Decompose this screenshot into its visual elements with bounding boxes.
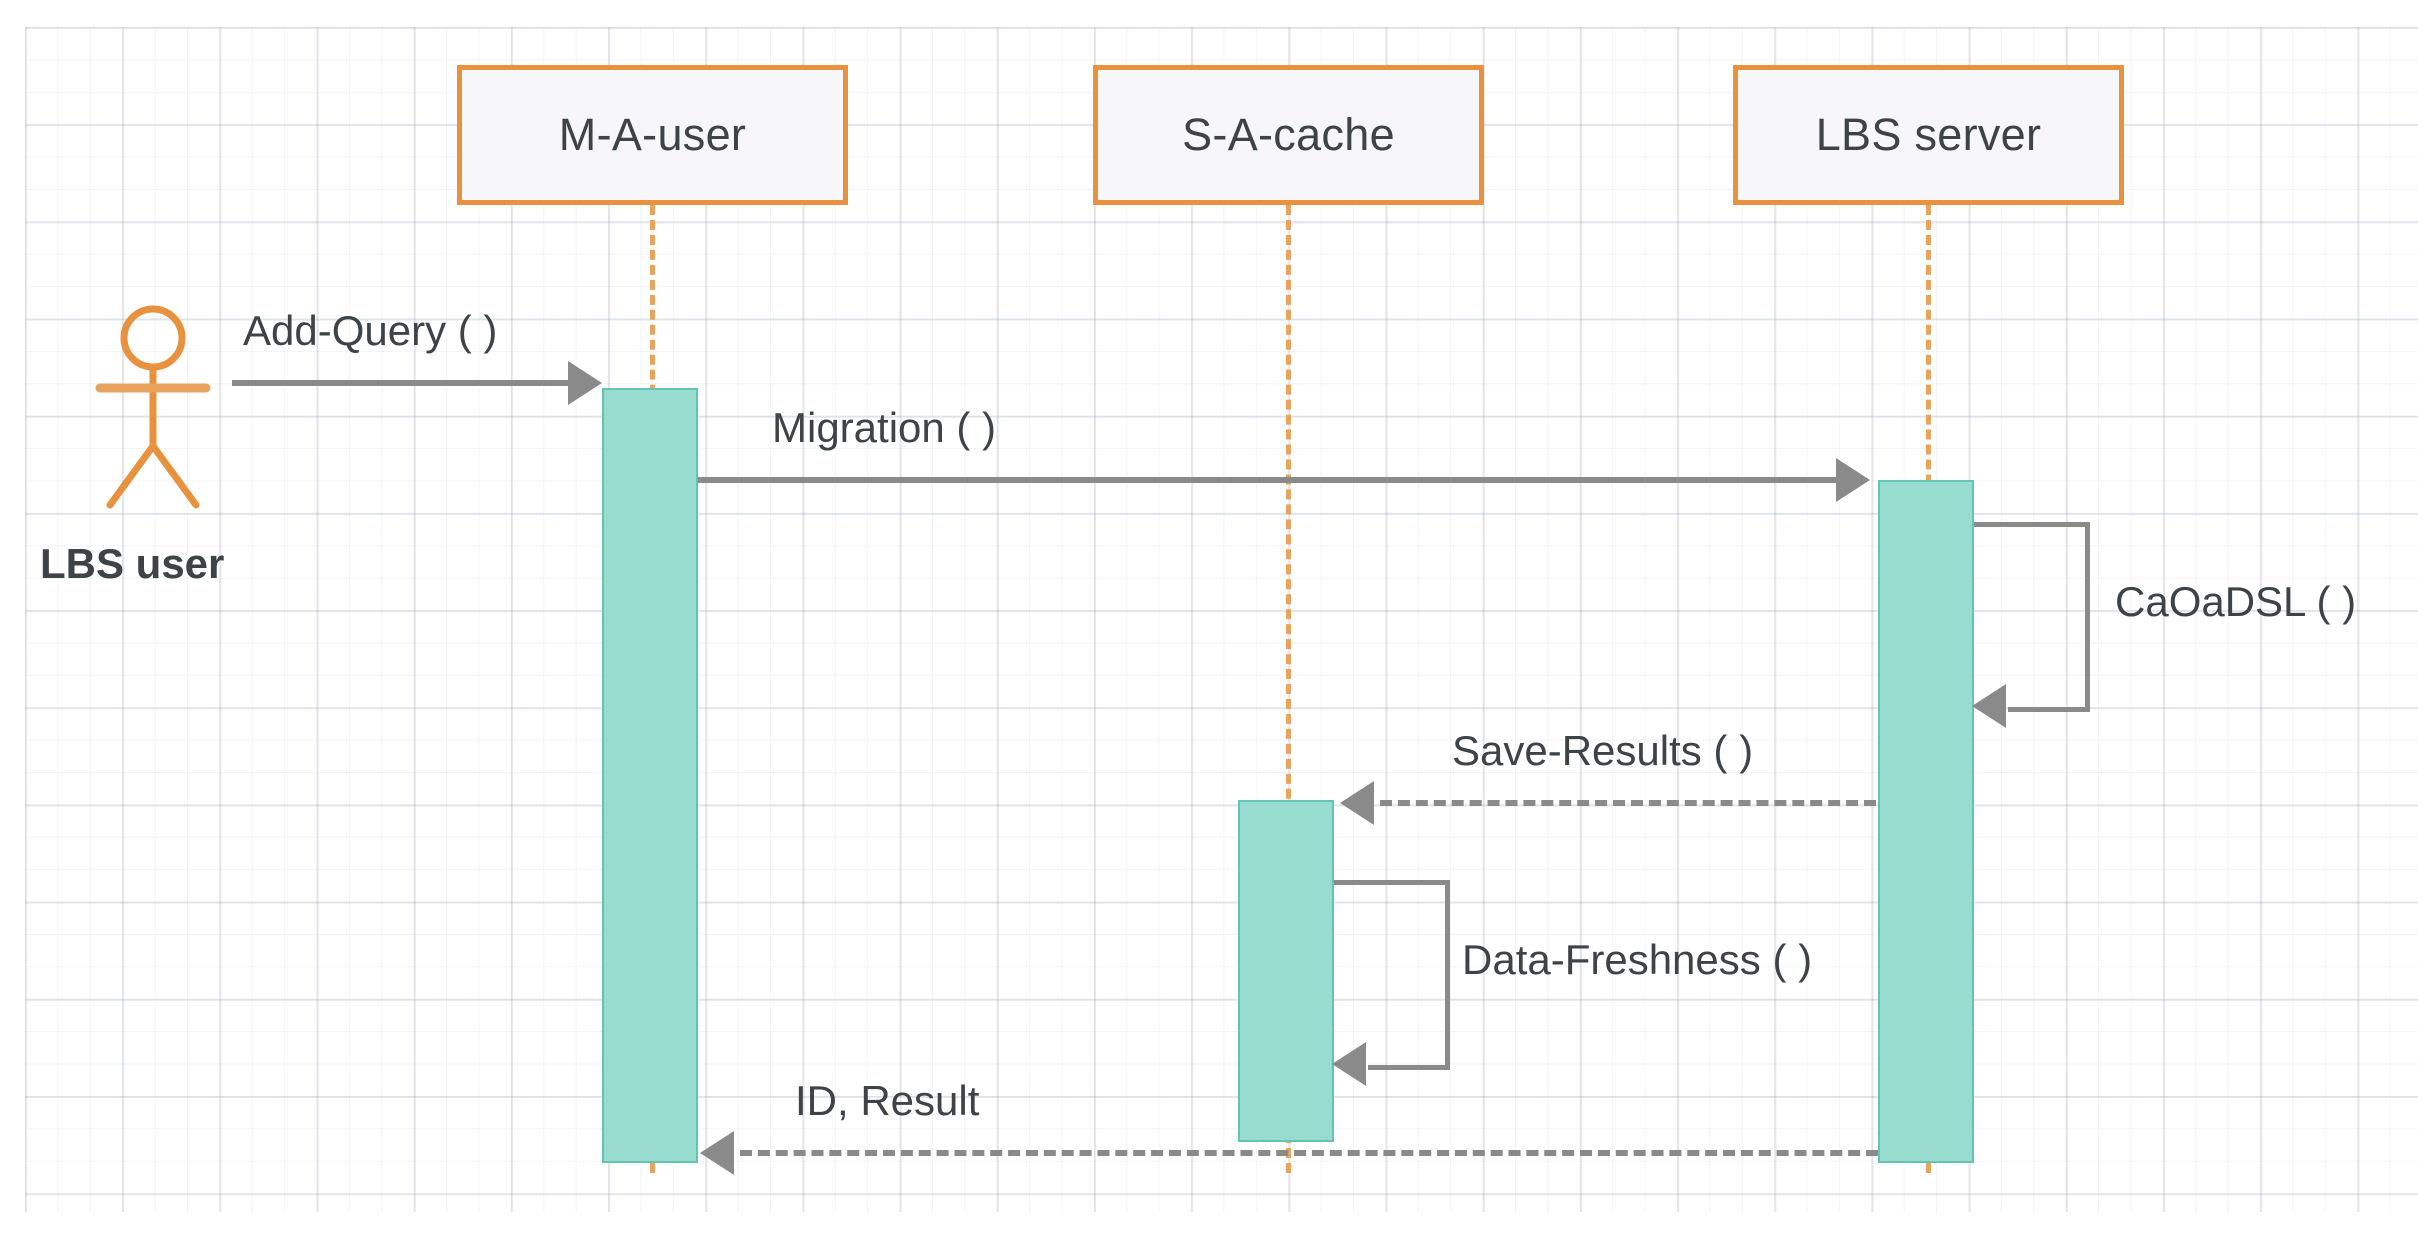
lifeline-label-s-a-cache: S-A-cache <box>1182 109 1395 160</box>
lifeline-label-m-a-user: M-A-user <box>558 109 747 160</box>
lifeline-dash-s-a-cache <box>1286 205 1291 1173</box>
arrowhead-data-freshness <box>1332 1042 1366 1086</box>
self-call-loop-data-freshness <box>1334 880 1454 1070</box>
self-call-loop-caoadsl <box>1974 522 2094 712</box>
message-label-data-freshness: Data-Freshness ( ) <box>1462 936 1813 983</box>
arrowhead-id-result <box>700 1131 734 1175</box>
lifeline-header-s-a-cache[interactable]: S-A-cache <box>1093 65 1484 205</box>
canvas-margin-top <box>0 0 2418 27</box>
message-label-id-result: ID, Result <box>795 1077 980 1124</box>
message-label-add-query: Add-Query ( ) <box>243 307 498 354</box>
lifeline-label-lbs-server: LBS server <box>1815 109 2042 160</box>
activation-bar-s-a-cache <box>1238 800 1334 1142</box>
arrowhead-migration <box>1836 458 1870 502</box>
lifeline-header-m-a-user[interactable]: M-A-user <box>457 65 848 205</box>
canvas-margin-bottom <box>0 1212 2418 1240</box>
arrowhead-caoadsl <box>1972 684 2006 728</box>
lifeline-header-lbs-server[interactable]: LBS server <box>1733 65 2124 205</box>
actor-label: LBS user <box>40 540 225 587</box>
activation-bar-lbs-server <box>1878 480 1974 1163</box>
message-line-save-results <box>1380 800 1876 806</box>
activation-bar-m-a-user <box>602 388 698 1163</box>
message-label-migration: Migration ( ) <box>772 404 997 451</box>
message-line-add-query <box>232 380 572 386</box>
canvas-margin-left <box>0 0 25 1240</box>
stick-figure-actor-icon <box>95 305 211 509</box>
arrowhead-add-query <box>568 361 602 405</box>
arrowhead-save-results <box>1340 781 1374 825</box>
message-label-caoadsl: CaOaDSL ( ) <box>2115 578 2357 625</box>
message-label-save-results: Save-Results ( ) <box>1452 727 1754 774</box>
message-line-migration <box>698 477 1838 483</box>
message-line-id-result <box>740 1150 1878 1156</box>
